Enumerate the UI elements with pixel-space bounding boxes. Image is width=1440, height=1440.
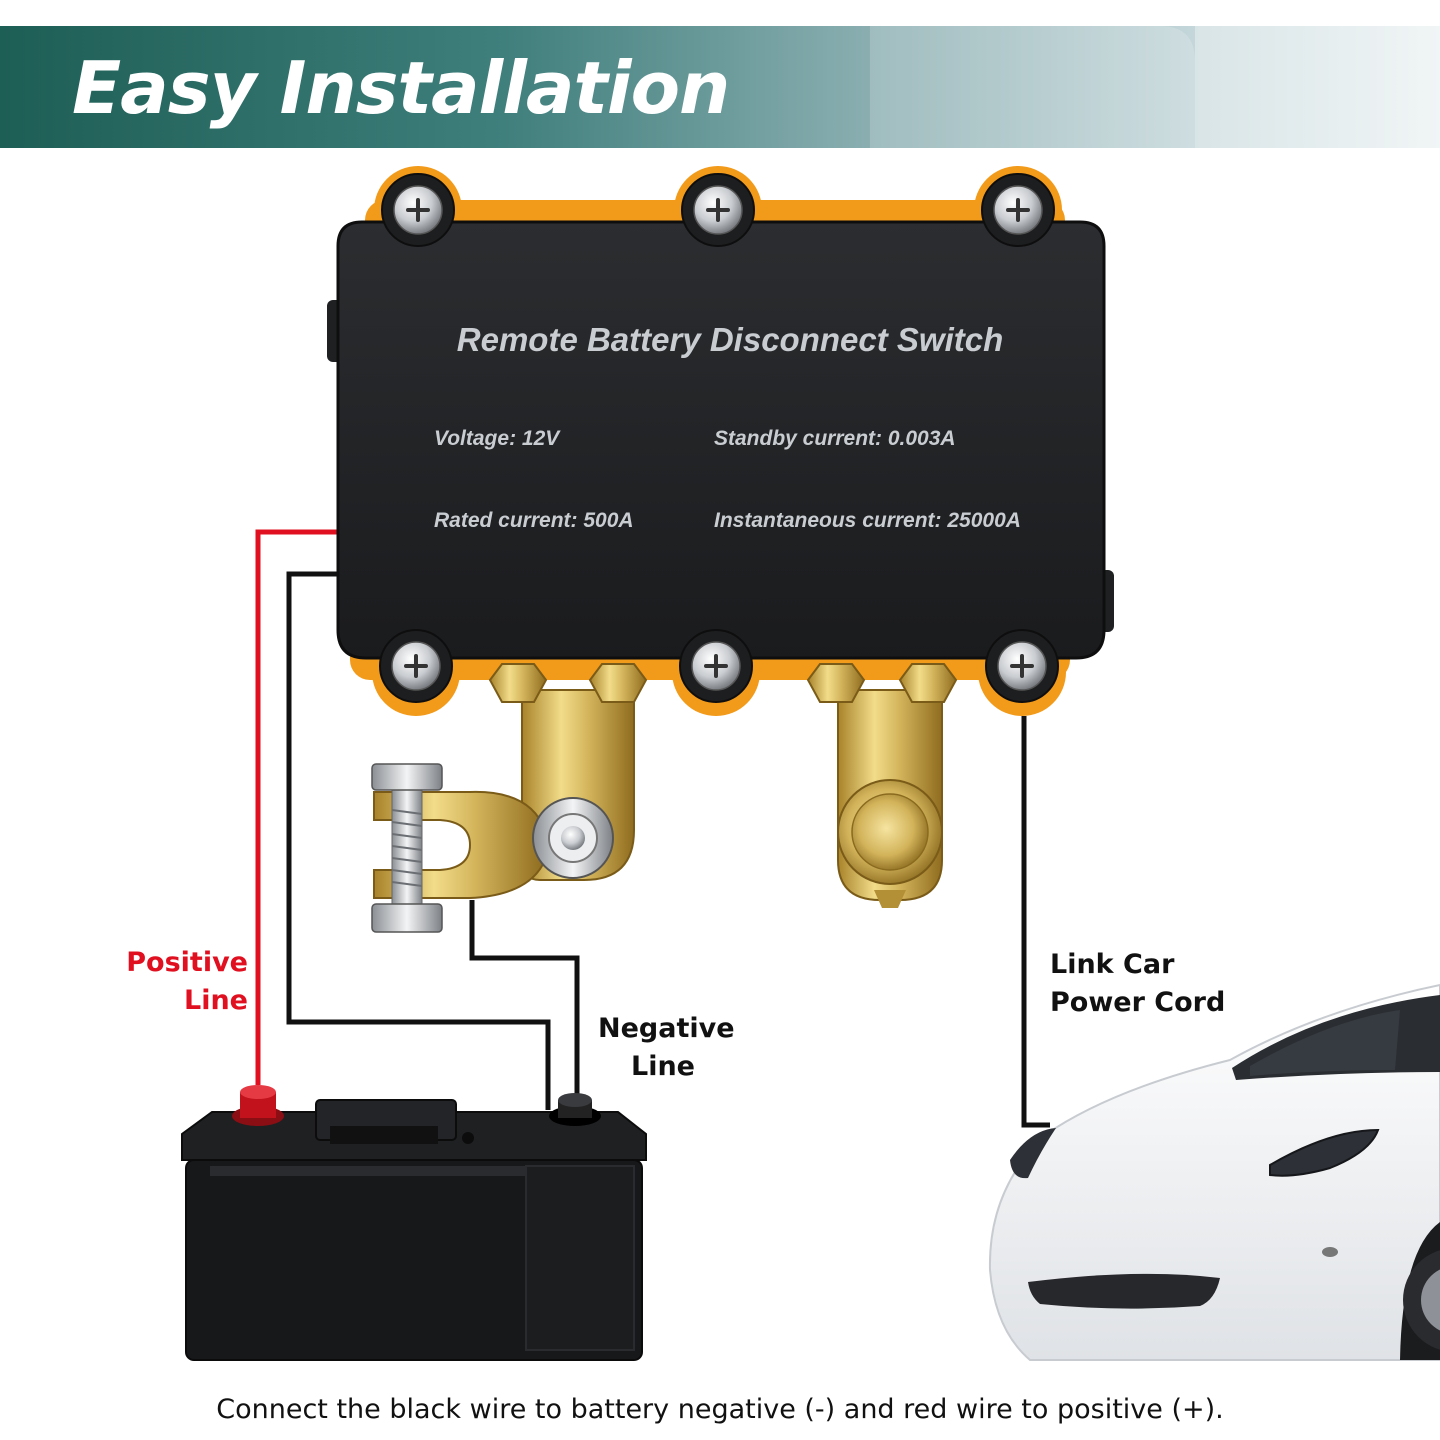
right-brass-terminal (806, 663, 958, 908)
car-power-wire (1021, 716, 1050, 1128)
banner-background (0, 26, 1440, 148)
disconnect-switch-box: Remote Battery Disconnect Switch Voltage… (327, 166, 1114, 716)
brass-nut-icon (806, 663, 958, 703)
screw-icon (391, 185, 1047, 691)
negative-line-label: Negative Line (598, 1010, 735, 1086)
spec-instantaneous-current: Instantaneous current: 25000A (714, 509, 1021, 532)
spec-standby-current: Standby current: 0.003A (714, 427, 956, 450)
negative-terminal-icon (549, 1093, 601, 1126)
left-brass-terminal (371, 663, 648, 933)
instruction-caption: Connect the black wire to battery negati… (216, 1394, 1224, 1425)
page-title: Easy Installation (72, 46, 730, 130)
positive-wire (255, 529, 337, 1085)
link-car-label-1: Link Car (1050, 949, 1175, 980)
negative-wire (286, 571, 580, 1110)
car-battery (181, 1085, 647, 1361)
negative-line-label-2: Line (631, 1051, 695, 1082)
positive-terminal-icon (232, 1085, 284, 1126)
car-illustration (988, 983, 1440, 1361)
link-car-label-2: Power Cord (1050, 987, 1226, 1018)
header-banner: Easy Installation (0, 26, 1440, 148)
negative-line-label-1: Negative (598, 1013, 735, 1044)
spec-rated-current: Rated current: 500A (434, 509, 634, 532)
positive-line-label-1: Positive (126, 947, 248, 978)
positive-line-label: Positive Line (88, 944, 248, 1020)
brass-nut-icon (488, 663, 648, 703)
device-title: Remote Battery Disconnect Switch (457, 321, 1003, 358)
spec-voltage: Voltage: 12V (434, 427, 561, 450)
positive-line-label-2: Line (184, 985, 248, 1016)
link-car-power-cord-label: Link Car Power Cord (1050, 946, 1225, 1022)
